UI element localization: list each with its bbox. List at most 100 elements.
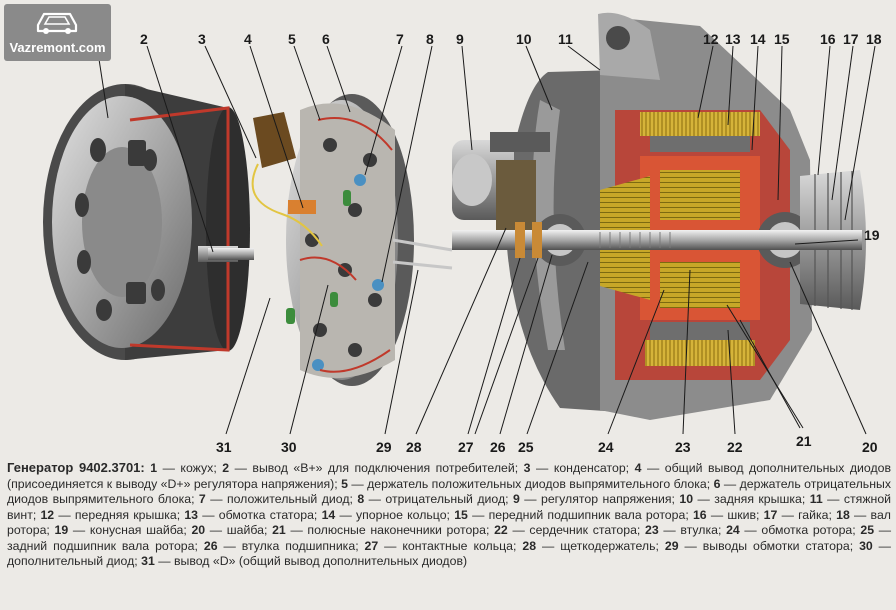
legend-number: 30: [859, 538, 873, 553]
legend-item-12: 12 — передняя крышка;: [40, 507, 181, 522]
legend-number: 20: [191, 523, 206, 537]
legend-text: передняя крышка: [74, 507, 177, 522]
site-logo: Vazremont.com: [4, 4, 111, 61]
legend-number: 21: [272, 523, 286, 537]
legend-number: 19: [54, 523, 69, 537]
label-16: 16: [820, 31, 836, 47]
legend-number: 18: [836, 507, 850, 522]
legend-item-17: 17 — гайка;: [763, 507, 832, 522]
legend-item-24: 24 — обмотка ротора;: [726, 523, 856, 537]
legend-text: держатель отрицательных диодов выпрямите…: [7, 476, 891, 507]
label-25: 25: [518, 439, 534, 455]
legend-number: 26: [203, 538, 218, 553]
legend-number: 11: [809, 492, 823, 506]
cover-part: [43, 84, 250, 360]
legend-number: 31: [141, 554, 155, 568]
legend-text: сердечник статора: [529, 523, 637, 537]
legend-text: общий вывод дополнительных диодов (присо…: [7, 461, 892, 491]
legend-item-23: 23 — втулка;: [645, 523, 722, 537]
legend-number: 14: [321, 507, 336, 522]
label-31: 31: [216, 439, 232, 455]
label-30: 30: [281, 439, 297, 455]
caption-title: Генератор 9402.3701:: [7, 460, 145, 475]
label-7: 7: [396, 31, 404, 47]
legend-item-19: 19 — конусная шайба;: [54, 523, 187, 537]
label-21: 21: [796, 433, 812, 449]
legend-number: 23: [645, 523, 659, 537]
legend-text: держатель положительных диодов выпрямите…: [367, 476, 707, 491]
legend-text: передний подшипник вала ротора: [488, 507, 686, 522]
legend-number: 12: [40, 507, 55, 522]
legend-item-15: 15 — передний подшипник вала ротора;: [454, 507, 689, 522]
legend-text: втулка подшипника: [241, 538, 356, 553]
legend-number: 16: [692, 507, 707, 522]
legend-text: регулятор напряжения: [541, 492, 672, 506]
legend-text: обмотка ротора: [761, 523, 853, 537]
legend-text: упорное кольцо: [355, 507, 447, 522]
legend-text: втулка: [680, 523, 718, 537]
legend-text: стяжной винт: [7, 492, 892, 522]
legend-number: 2: [222, 461, 230, 475]
legend-item-20: 20 — шайба;: [191, 523, 268, 537]
legend-item-6: 6 — держатель отрицательных диодов выпря…: [7, 476, 891, 507]
label-26: 26: [490, 439, 506, 455]
legend-text: отрицательный диод: [385, 492, 506, 506]
legend-item-16: 16 — шкив;: [692, 507, 760, 522]
legend-number: 4: [634, 461, 642, 475]
label-28: 28: [406, 439, 422, 455]
label-11: 11: [558, 31, 573, 47]
label-2: 2: [140, 31, 148, 47]
legend-text: кожух: [180, 461, 214, 475]
legend-text: обмотка статора: [218, 507, 314, 522]
legend-number: 22: [494, 523, 508, 537]
car-icon: [36, 12, 78, 34]
label-22: 22: [727, 439, 743, 455]
legend-item-3: 3 — конденсатор;: [523, 461, 630, 475]
label-17: 17: [843, 31, 859, 47]
label-6: 6: [322, 31, 330, 47]
legend-item-14: 14 — упорное кольцо;: [321, 507, 450, 522]
label-13: 13: [725, 31, 741, 47]
legend-number: 15: [454, 507, 468, 522]
legend-number: 1: [150, 461, 158, 475]
label-18: 18: [866, 31, 882, 47]
legend-item-5: 5 — держатель положительных диодов выпря…: [341, 476, 711, 491]
legend-text: щеткодержатель: [560, 538, 656, 553]
caption-legend: 1 — кожух; 2 — вывод «В+» для подключени…: [7, 461, 891, 568]
leader-lines: [96, 45, 876, 435]
label-23: 23: [675, 439, 691, 455]
legend-text: полюсные наконечники ротора: [307, 523, 486, 537]
legend-item-27: 27 — контактные кольца;: [364, 538, 517, 553]
legend-number: 24: [726, 523, 740, 537]
label-5: 5: [288, 31, 296, 47]
legend-item-11: 11 — стяжной винт;: [7, 492, 892, 522]
legend-number: 29: [664, 538, 679, 553]
part-number-labels: 1 2 3 4 5 6 7 8 9 10 11 12 13 14 15 16 1…: [88, 31, 882, 455]
label-9: 9: [456, 31, 464, 47]
legend-item-22: 22 — сердечник статора;: [494, 523, 641, 537]
legend-text: гайка: [798, 507, 829, 522]
label-27: 27: [458, 439, 474, 455]
caption: Генератор 9402.3701: 1 — кожух; 2 — выво…: [7, 460, 891, 570]
legend-item-26: 26 — втулка подшипника;: [203, 538, 359, 553]
legend-text: вывод «В+» для подключения потребителей: [252, 461, 515, 475]
label-4: 4: [244, 31, 252, 47]
legend-text: вал ротора: [7, 507, 891, 538]
legend-item-1: 1 — кожух;: [150, 461, 217, 475]
legend-text: шкив: [727, 507, 757, 522]
legend-item-8: 8 — отрицательный диод;: [357, 492, 509, 506]
label-12: 12: [703, 31, 719, 47]
legend-number: 6: [713, 476, 721, 491]
legend-number: 27: [364, 538, 379, 553]
logo-text: Vazremont.com: [9, 40, 106, 55]
legend-item-30: 30 — дополнительный диод;: [7, 538, 891, 569]
label-24: 24: [598, 439, 614, 455]
label-8: 8: [426, 31, 434, 47]
legend-text: выводы обмотки статора: [702, 538, 850, 553]
legend-number: 13: [184, 507, 199, 522]
legend-item-7: 7 — положительный диод;: [198, 492, 353, 506]
legend-item-10: 10 — задняя крышка;: [679, 492, 806, 506]
legend-number: 17: [763, 507, 778, 522]
legend-number: 8: [357, 492, 365, 506]
legend-number: 25: [860, 523, 875, 537]
